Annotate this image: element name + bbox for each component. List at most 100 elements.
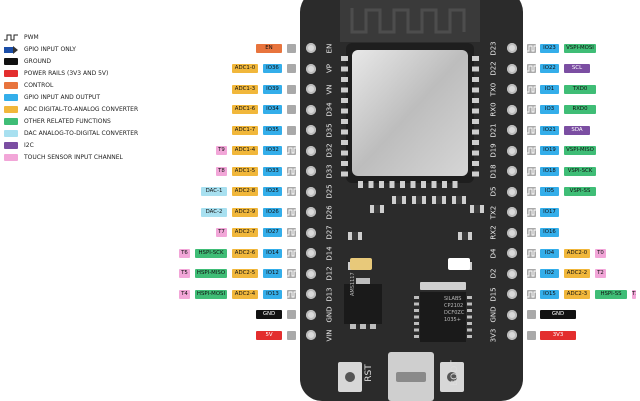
legend-item: CONTROL [4, 81, 53, 90]
header-hole-left [306, 84, 316, 94]
legend-item: OTHER RELATED FUNCTIONS [4, 117, 111, 126]
legend-swatch [4, 94, 18, 101]
chip-pin [414, 335, 419, 338]
module-pad [472, 150, 479, 156]
usb-chip-marking: 1035+ [444, 317, 461, 323]
module-pad [379, 181, 384, 188]
smd-body [416, 196, 422, 204]
module-pad [400, 181, 405, 188]
module-pad [341, 66, 348, 72]
header-hole-right [507, 248, 517, 258]
power-led [350, 258, 372, 270]
pin-connector-square [287, 207, 296, 217]
smd-body [462, 232, 468, 240]
pin-function-tag: IO23 [540, 43, 559, 53]
pin-function-tag: EN [256, 43, 282, 53]
pin-function-tag: HSPI-SS [595, 289, 627, 299]
pin-connector-square [287, 228, 296, 237]
antenna-trace [350, 8, 466, 34]
header-hole-left [306, 309, 316, 320]
pin-function-tag: IO1 [540, 84, 559, 94]
pin-connector-square [527, 330, 536, 340]
pin-connector-square [287, 84, 296, 94]
pin-function-tag: IO17 [540, 207, 559, 217]
legend-item: ADC DIGITAL-TO-ANALOG CONVERTER [4, 105, 138, 114]
chip-pin [414, 315, 419, 319]
legend-item: POWER RAILS (3V3 AND 5V) [4, 69, 108, 78]
pin-function-tag: T4 [179, 289, 190, 299]
pwm-icon [527, 250, 536, 256]
pin-connector-square [287, 105, 296, 114]
pin-function-tag: VSPI-MISO [564, 146, 596, 155]
pin-function-tag: ADC2-4 [232, 289, 258, 299]
pin-function-tag: HSPI-MISO [195, 269, 227, 278]
usb-uart-chip [420, 292, 466, 342]
rst-button-cap [345, 372, 355, 382]
pin-connector-square [287, 289, 296, 299]
header-hole-right [507, 309, 517, 320]
pwm-icon [527, 291, 536, 297]
user-led [448, 258, 470, 270]
pin-function-tag: IO36 [263, 64, 282, 73]
pin-function-tag: ADC2-3 [564, 289, 590, 299]
pin-function-tag: HSPI-MOSI [195, 289, 227, 299]
module-pad [472, 108, 479, 114]
legend-label: POWER RAILS (3V3 AND 5V) [24, 70, 109, 77]
pin-function-tag: ADC2-9 [232, 207, 258, 217]
module-pad [341, 171, 348, 177]
pin-connector-square [287, 146, 296, 155]
smd-body [352, 232, 358, 240]
pin-connector-square [287, 187, 296, 196]
pin-function-tag: GND [540, 310, 576, 319]
header-hole-left [306, 43, 316, 53]
pin-function-tag: T3 [632, 289, 636, 299]
header-hole-right [507, 268, 517, 279]
module-pad [472, 87, 479, 93]
pin-function-tag: ADC1-4 [232, 146, 258, 155]
pin-function-tag: GND [256, 310, 282, 319]
pin-function-tag: IO27 [263, 228, 282, 237]
module-pad [452, 181, 458, 188]
pin-function-tag: ADC2-8 [232, 187, 258, 196]
pin-function-tag: ADC1-5 [232, 166, 258, 176]
module-pad [472, 66, 479, 72]
header-hole-left [306, 207, 316, 217]
pin-function-tag: T5 [179, 269, 190, 278]
module-pad [358, 181, 363, 188]
pin-connector-square [287, 125, 296, 135]
chip-pin [414, 328, 419, 332]
pin-function-tag: RXD0 [564, 105, 596, 114]
pwm-icon [527, 209, 536, 215]
module-pad [472, 77, 479, 82]
header-hole-left [306, 268, 316, 279]
header-hole-left [306, 63, 316, 74]
pin-function-tag: T0 [595, 248, 606, 258]
legend-label: GROUND [24, 58, 52, 65]
pin-function-tag: ADC1-7 [232, 125, 258, 135]
pin-connector-square [527, 248, 536, 258]
pwm-icon [527, 229, 536, 236]
pwm-icon [527, 86, 536, 92]
header-hole-left [306, 186, 316, 197]
pin-function-tag: IO16 [540, 228, 559, 237]
pwm-icon [527, 147, 536, 154]
pin-function-tag: TXD0 [564, 84, 596, 94]
regulator-pin [370, 324, 376, 329]
pin-connector-square [287, 269, 296, 278]
module-pad [341, 150, 348, 156]
legend-swatch [4, 82, 18, 89]
pin-function-tag: IO13 [263, 289, 282, 299]
pin-function-tag: IO15 [540, 289, 559, 299]
pin-connector-square [527, 84, 536, 94]
legend-label: CONTROL [24, 82, 54, 89]
module-pad [410, 181, 416, 188]
pwm-icon [287, 147, 296, 154]
pin-function-tag: ADC1-6 [232, 105, 258, 114]
header-hole-right [507, 63, 517, 74]
pin-function-tag: HSPI-SCK [195, 248, 227, 258]
pin-function-tag: IO39 [263, 84, 282, 94]
module-pad [341, 98, 348, 103]
pin-function-tag: ADC2-0 [564, 248, 590, 258]
pwm-icon [287, 250, 296, 256]
pin-function-tag: T7 [216, 228, 227, 237]
